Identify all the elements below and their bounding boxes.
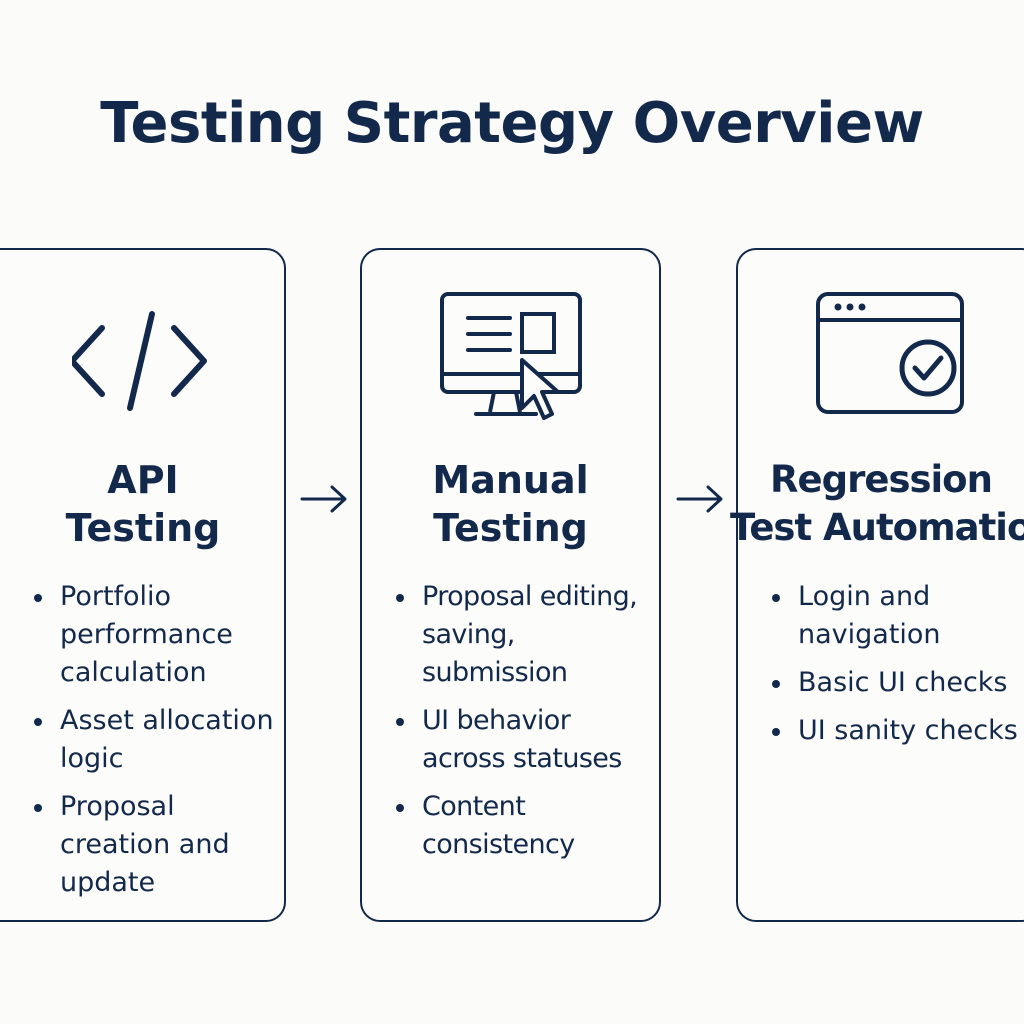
stage-bullet-list: Proposal editing, saving, submission UI … (392, 578, 660, 874)
stage-title-line: Manual (432, 458, 589, 502)
stage-card-regression-test-automation: Regression Test Automation Login and nav… (730, 248, 1024, 922)
stage-card-manual-testing: Manual Testing Proposal editing, saving,… (360, 248, 661, 922)
stage-title: API Testing (0, 456, 294, 552)
stage-bullet-list: Login and navigation Basic UI checks UI … (768, 578, 1024, 760)
list-item: Asset allocation logic (30, 702, 280, 778)
stage-title-line: API (107, 458, 179, 502)
stage-card-api-testing: API Testing Portfolio performance calcul… (0, 248, 286, 922)
list-item: Portfolio performance calculation (30, 578, 280, 692)
list-item: Login and navigation (768, 578, 1024, 654)
stage-title-line: Testing (65, 506, 221, 550)
stage-title-line: Test Automation (730, 506, 1024, 549)
arrow-right-icon (676, 485, 723, 513)
stage-title-line: Regression (770, 458, 993, 501)
monitor-cursor-icon (440, 292, 582, 420)
stage-title: Manual Testing (362, 456, 659, 552)
stage-bullet-list: Portfolio performance calculation Asset … (30, 578, 280, 912)
arrow-right-icon (300, 485, 347, 513)
stage-title: Regression Test Automation (730, 456, 1024, 552)
browser-check-icon (816, 292, 964, 414)
list-item: Content consistency (392, 788, 660, 864)
list-item: Basic UI checks (768, 664, 1024, 702)
diagram-title: Testing Strategy Overview (100, 91, 924, 156)
list-item: UI sanity checks (768, 712, 1024, 750)
stage-title-line: Testing (433, 506, 588, 550)
list-item: Proposal editing, saving, submission (392, 578, 660, 692)
list-item: UI behavior across statuses (392, 702, 660, 778)
list-item: Proposal creation and update (30, 788, 280, 902)
code-brackets-icon (72, 311, 207, 411)
